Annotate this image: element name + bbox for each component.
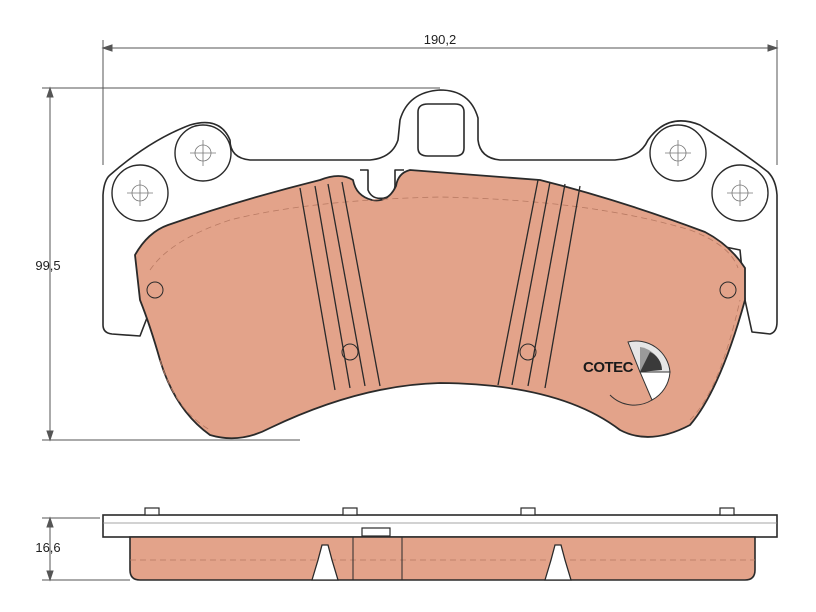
side-backing-plate [102, 514, 778, 538]
thickness-dimension [42, 516, 130, 582]
cotec-logo-text: COTEC [583, 359, 634, 376]
friction-pad [134, 169, 746, 440]
height-dimension [42, 86, 440, 442]
side-view [102, 507, 778, 581]
pad-slots [299, 179, 581, 391]
cotec-gauge-icon [609, 340, 671, 406]
width-dimension [101, 40, 779, 165]
width-dimension-label: 190,2 [424, 32, 457, 47]
height-dimension-label: 99,5 [35, 258, 60, 273]
cotec-logo: COTEC [583, 340, 671, 406]
thickness-dimension-label: 16,6 [35, 540, 60, 555]
hole-centers [127, 140, 753, 206]
side-friction-material [129, 536, 756, 581]
pad-dimples [146, 281, 737, 361]
